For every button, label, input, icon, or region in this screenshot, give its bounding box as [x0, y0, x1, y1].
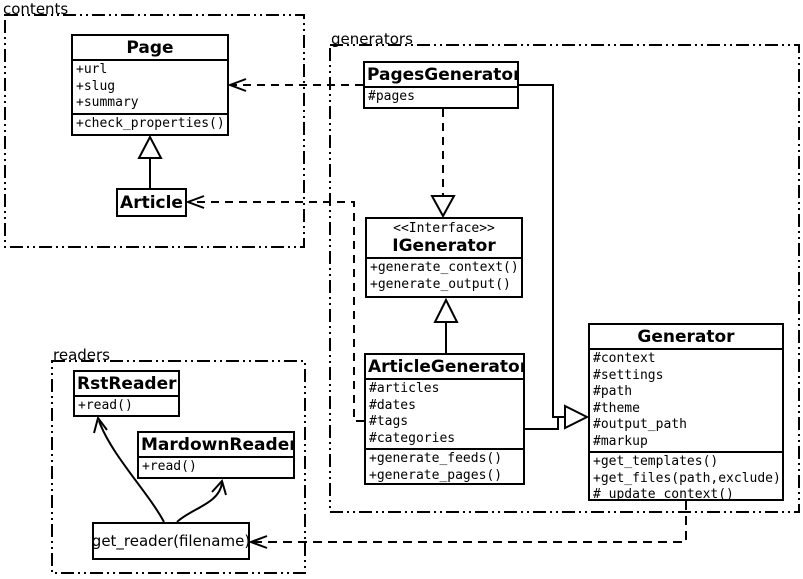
page-attributes: +url +slug +summary	[73, 61, 227, 115]
igenerator-name: IGenerator	[392, 236, 496, 256]
class-box-pagesgenerator: PagesGenerator #pages	[363, 61, 519, 109]
attribute-row: #path	[593, 384, 633, 399]
attribute-row: #markup	[593, 433, 648, 449]
package-border-readers	[51, 360, 306, 574]
rstreader-methods: +read()	[75, 397, 178, 415]
getreader-label: get_reader(filename)	[92, 532, 250, 550]
package-label-contents: contents	[3, 0, 69, 18]
igenerator-stereotype: <<Interface>>	[393, 221, 495, 236]
realization-pagesgenerator-to-igenerator-triangle	[430, 195, 456, 219]
method-row: +check_properties()	[76, 115, 225, 131]
method-row: #_update_context()	[593, 487, 734, 501]
class-title-page: Page	[73, 36, 227, 61]
articlegenerator-methods: +generate_feeds() +generate_pages()	[366, 450, 523, 483]
inheritance-articlegenerator-to-generator-line	[525, 417, 559, 430]
attribute-row: #settings	[593, 367, 664, 383]
markdownreader-methods: +read()	[139, 458, 293, 477]
articlegenerator-attributes: #articles #dates #tags #categories	[366, 380, 523, 450]
method-row: +read()	[142, 459, 197, 474]
package-label-readers: readers	[53, 346, 110, 364]
class-title-igenerator: <<Interface>> IGenerator	[367, 219, 521, 259]
package-border-generators	[329, 44, 800, 513]
class-title-pagesgenerator: PagesGenerator	[365, 63, 517, 88]
class-box-page: Page +url +slug +summary +check_properti…	[71, 34, 229, 136]
method-row: +get_templates()	[593, 454, 719, 469]
dependency-generator-to-getreader-arrowhead	[248, 535, 268, 549]
package-label-generators: generators	[331, 30, 413, 48]
inheritance-pagesgenerator-to-generator-line	[519, 84, 564, 418]
page-methods: +check_properties()	[73, 115, 227, 135]
generator-methods: +get_templates() +get_files(path,exclude…	[590, 453, 782, 501]
attribute-row: #theme	[593, 400, 640, 416]
attribute-row: +slug	[76, 78, 116, 94]
dependency-pagesgenerator-to-page-arrowhead	[227, 78, 247, 92]
attribute-row: #pages	[368, 89, 415, 104]
association-getreader-to-markdownreader-curve	[176, 482, 223, 523]
class-box-articlegenerator: ArticleGenerator #articles #dates #tags …	[364, 353, 525, 485]
class-box-markdownreader: MardownReader +read()	[137, 431, 295, 479]
dependency-generator-to-getreader-line	[253, 501, 687, 543]
class-box-igenerator: <<Interface>> IGenerator +generate_conte…	[365, 217, 523, 298]
association-getreader-to-markdownreader-arrowhead	[211, 478, 227, 496]
method-row: +generate_output()	[370, 276, 511, 292]
method-row: +get_files(path,exclude)	[593, 470, 781, 486]
inheritance-article-to-page-triangle	[137, 134, 163, 159]
association-getreader-to-rstreader-curve	[98, 420, 165, 523]
attribute-row: #tags	[369, 414, 409, 429]
pagesgenerator-attributes: #pages	[365, 88, 517, 107]
method-row: +generate_pages()	[369, 467, 503, 483]
class-box-rstreader: RstReader +read()	[73, 370, 180, 417]
generator-attributes: #context #settings #path #theme #output_…	[590, 350, 782, 453]
association-getreader-to-rstreader-arrowhead	[93, 415, 108, 434]
class-box-generator: Generator #context #settings #path #them…	[588, 323, 784, 501]
attribute-row: #context	[593, 351, 656, 366]
method-row: +read()	[78, 398, 133, 413]
attribute-row: #output_path	[593, 417, 687, 432]
class-title-markdownreader: MardownReader	[139, 433, 293, 458]
attribute-row: #dates	[369, 397, 416, 413]
method-row: +generate_feeds()	[369, 451, 503, 466]
attribute-row: #categories	[369, 430, 456, 446]
method-row: +generate_context()	[370, 260, 519, 275]
class-title-articlegenerator: ArticleGenerator	[366, 355, 523, 380]
inheritance-to-generator-triangle	[564, 404, 590, 430]
class-title-generator: Generator	[590, 325, 782, 350]
class-title-rstreader: RstReader	[75, 372, 178, 397]
package-border-contents	[4, 14, 305, 248]
attribute-row: +url	[76, 62, 108, 77]
dependency-articlegenerator-to-article-arrowhead	[185, 195, 205, 209]
attribute-row: #articles	[369, 381, 440, 396]
igenerator-methods: +generate_context() +generate_output()	[367, 259, 521, 296]
inheritance-articlegenerator-to-igenerator-triangle	[433, 297, 459, 323]
class-box-article: Article	[116, 188, 187, 217]
class-title-article: Article	[120, 193, 183, 213]
dependency-articlegenerator-to-article-line	[190, 201, 364, 422]
function-box-getreader: get_reader(filename)	[92, 522, 250, 560]
attribute-row: +summary	[76, 95, 139, 110]
